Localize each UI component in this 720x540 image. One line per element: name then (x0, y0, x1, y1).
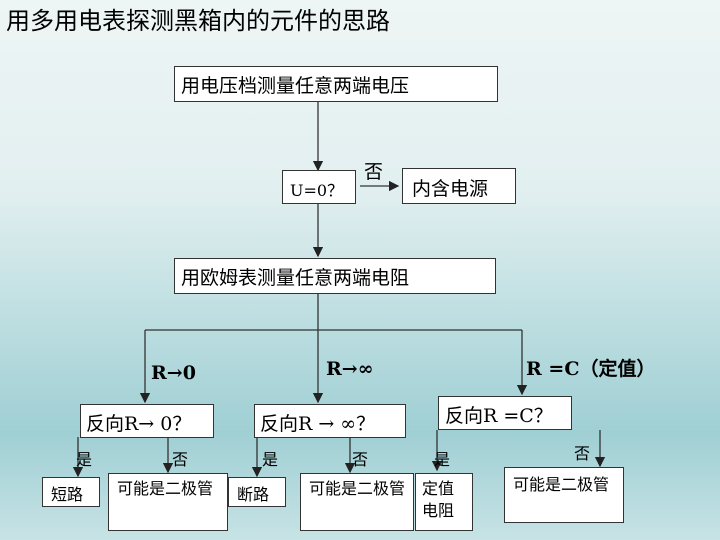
yes-label-2: 是 (262, 450, 279, 469)
result-diode-1: 可能是二极管 (108, 473, 228, 531)
branch-r-infinity: R→∞ (326, 358, 374, 380)
decision-u0: U=0？ (282, 170, 356, 204)
no-label-u0: 否 (364, 161, 384, 183)
decision-reverse-r-zero: 反向R→ 0？ (80, 404, 214, 438)
result-diode-3: 可能是二极管 (504, 467, 624, 523)
decision-reverse-r-constant-label: 反向R =C？ (445, 405, 553, 427)
result-short-circuit-label: 短路 (51, 485, 84, 504)
result-fixed-resistor: 定值电阻 (415, 473, 473, 531)
result-short-circuit: 短路 (42, 477, 100, 507)
branch-r-zero: R→0 (151, 362, 196, 384)
step-measure-resistance-label: 用欧姆表测量任意两端电阻 (181, 267, 410, 289)
result-diode-3-label: 可能是二极管 (513, 475, 610, 494)
result-fixed-resistor-label: 定值电阻 (422, 479, 455, 520)
result-internal-power: 内含电源 (402, 168, 516, 204)
result-open-circuit: 断路 (228, 477, 286, 507)
result-diode-1-label: 可能是二极管 (117, 479, 214, 498)
decision-reverse-r-infinity-label: 反向R → ∞？ (260, 413, 376, 435)
decision-reverse-r-zero-label: 反向R→ 0？ (86, 413, 192, 435)
result-open-circuit-label: 断路 (237, 485, 270, 504)
step-measure-voltage: 用电压档测量任意两端电压 (174, 66, 498, 102)
page-title: 用多用电表探测黑箱内的元件的思路 (6, 7, 390, 35)
result-internal-power-label: 内含电源 (412, 178, 489, 200)
branch-r-constant: R =C（定值） (526, 358, 656, 380)
step-measure-voltage-label: 用电压档测量任意两端电压 (181, 75, 410, 97)
no-label-1: 否 (172, 450, 189, 469)
no-label-2: 否 (352, 450, 369, 469)
no-label-3: 否 (574, 444, 591, 463)
result-diode-2: 可能是二极管 (300, 473, 414, 531)
yes-label-3: 是 (434, 450, 451, 469)
decision-u0-label: U=0？ (290, 181, 344, 200)
result-diode-2-label: 可能是二极管 (309, 479, 406, 498)
yes-label-1: 是 (76, 450, 93, 469)
decision-reverse-r-infinity: 反向R → ∞？ (254, 404, 406, 438)
step-measure-resistance: 用欧姆表测量任意两端电阻 (174, 258, 496, 294)
decision-reverse-r-constant: 反向R =C？ (438, 396, 572, 430)
